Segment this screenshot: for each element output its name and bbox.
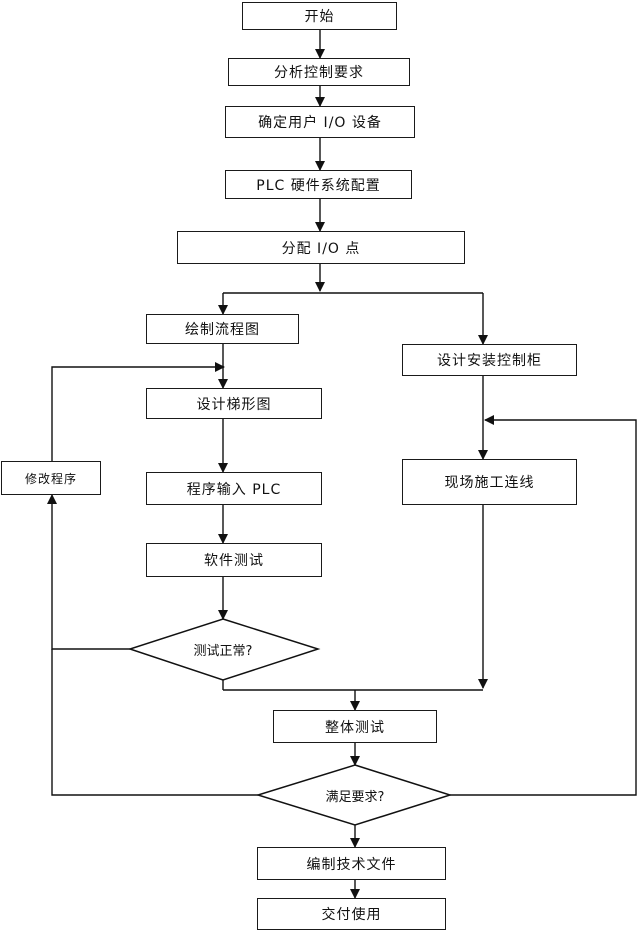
node-start: 开始	[242, 2, 397, 30]
decision-meets-req-label: 满足要求?	[325, 789, 385, 805]
node-input-program: 程序输入 PLC	[146, 472, 322, 505]
decision-test-ok-shape	[127, 618, 321, 681]
node-modify-program: 修改程序	[1, 461, 101, 495]
edge-modify-ladder	[51, 362, 225, 461]
node-define-io: 确定用户 I/O 设备	[225, 106, 415, 138]
node-system-test: 整体测试	[273, 710, 437, 743]
edge-decision1-modify	[47, 494, 130, 650]
decision-meets-req-shape	[255, 764, 453, 826]
node-delivery: 交付使用	[257, 898, 446, 930]
node-design-ladder: 设计梯形图	[146, 388, 322, 419]
edge-decision2-left-loop	[51, 649, 258, 796]
node-design-cabinet: 设计安装控制柜	[402, 344, 577, 376]
node-documentation: 编制技术文件	[257, 847, 446, 880]
node-wiring: 现场施工连线	[402, 459, 577, 505]
edge-decision2-right-loop	[450, 415, 637, 796]
node-analyze: 分析控制要求	[228, 58, 410, 86]
node-software-test: 软件测试	[146, 543, 322, 577]
node-assign-io: 分配 I/O 点	[177, 231, 465, 264]
node-draw-flow: 绘制流程图	[146, 314, 299, 344]
decision-test-ok-label: 测试正常?	[193, 643, 253, 659]
node-hardware: PLC 硬件系统配置	[225, 170, 412, 199]
